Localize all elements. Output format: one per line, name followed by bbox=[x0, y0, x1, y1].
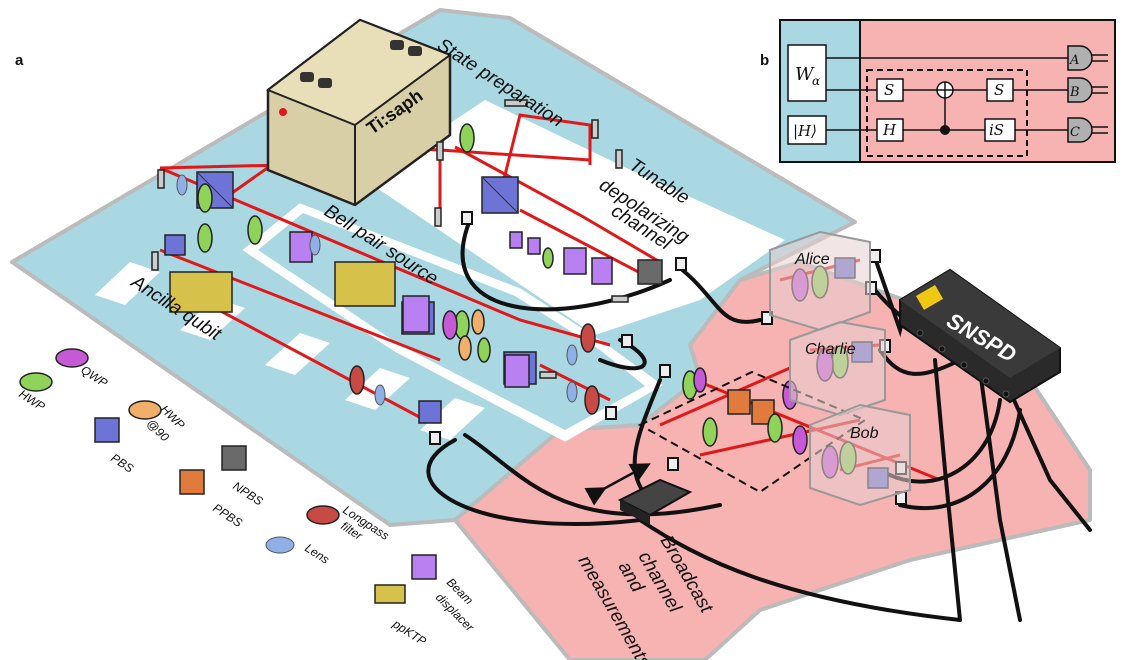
bob-station: Bob bbox=[809, 403, 911, 507]
charlie-station: Charlie bbox=[789, 320, 886, 417]
lens bbox=[176, 174, 578, 406]
w-alpha-gate bbox=[787, 44, 827, 102]
tunable-channel-region bbox=[365, 100, 785, 335]
is-gate bbox=[984, 118, 1016, 142]
h-gate bbox=[876, 118, 904, 142]
legend-pbs: PBS bbox=[94, 417, 136, 476]
snspd-logo-icon bbox=[916, 285, 944, 310]
legend-ppbs: PPBS bbox=[179, 469, 245, 530]
longpass-filter bbox=[349, 323, 600, 415]
circuit-dashed-box bbox=[866, 69, 1028, 157]
svg-text:iS: iS bbox=[989, 121, 1004, 139]
measure-a: A bbox=[1067, 45, 1093, 71]
interferometer-dashed-box bbox=[637, 370, 868, 494]
legend-hwp90: HWP @90 bbox=[128, 400, 188, 444]
pbs-cube bbox=[196, 171, 234, 209]
ppbs-cube bbox=[727, 389, 775, 425]
svg-text:S: S bbox=[884, 81, 894, 99]
svg-text:S: S bbox=[994, 81, 1004, 99]
pbs-cube bbox=[164, 234, 186, 256]
svg-text:PPBS: PPBS bbox=[210, 501, 244, 530]
beam-displacer bbox=[289, 231, 613, 388]
panel-b-label: b bbox=[760, 52, 769, 69]
s-gate-1 bbox=[876, 78, 904, 102]
bob-label: Bob bbox=[850, 425, 879, 442]
pbs-cube bbox=[481, 176, 519, 214]
legend-lens: Lens bbox=[265, 536, 332, 567]
alice-label: Alice bbox=[794, 251, 830, 268]
svg-text:|H⟩: |H⟩ bbox=[793, 122, 817, 140]
s-gate-2 bbox=[986, 78, 1014, 102]
svg-text:ppKTP: ppKTP bbox=[390, 616, 429, 648]
legend-npbs: NPBS bbox=[221, 445, 265, 509]
svg-text:α: α bbox=[812, 74, 820, 88]
measure-b: B bbox=[1067, 77, 1093, 103]
mirror bbox=[151, 99, 629, 379]
svg-text:Lens: Lens bbox=[302, 541, 331, 567]
svg-text:NPBS: NPBS bbox=[230, 479, 265, 509]
pbs-cube bbox=[418, 400, 442, 424]
svg-text:H: H bbox=[882, 121, 897, 139]
ti-saph-laser: Ti:saph bbox=[265, 18, 453, 207]
svg-text:B: B bbox=[1069, 85, 1080, 100]
panel-a-label: a bbox=[15, 52, 24, 69]
svg-text:C: C bbox=[1070, 125, 1080, 140]
legend-beam-displacer: Beam displacer bbox=[411, 554, 477, 635]
translation-stage bbox=[584, 463, 693, 525]
snspd-detector: SNSPD bbox=[899, 268, 1061, 404]
legend-qwp: QWP bbox=[55, 348, 110, 390]
measure-c: C bbox=[1067, 117, 1093, 143]
svg-text:QWP: QWP bbox=[78, 363, 110, 390]
circuit-diagram: W α |H⟩ S S H iS A B bbox=[779, 19, 1116, 163]
svg-text:W: W bbox=[795, 64, 815, 85]
legend-hwp: HWP bbox=[16, 372, 53, 414]
alice-station: Alice bbox=[769, 230, 871, 332]
svg-text:PBS: PBS bbox=[108, 451, 136, 476]
hwp90-plate bbox=[458, 309, 485, 361]
npbs-cube bbox=[637, 259, 663, 285]
ppktp-crystal bbox=[169, 261, 396, 313]
cnot-gate bbox=[936, 81, 954, 135]
legend-ppktp: ppKTP bbox=[374, 584, 429, 648]
h-ket-box bbox=[787, 115, 827, 145]
svg-text:A: A bbox=[1069, 53, 1079, 68]
charlie-label: Charlie bbox=[805, 341, 856, 358]
